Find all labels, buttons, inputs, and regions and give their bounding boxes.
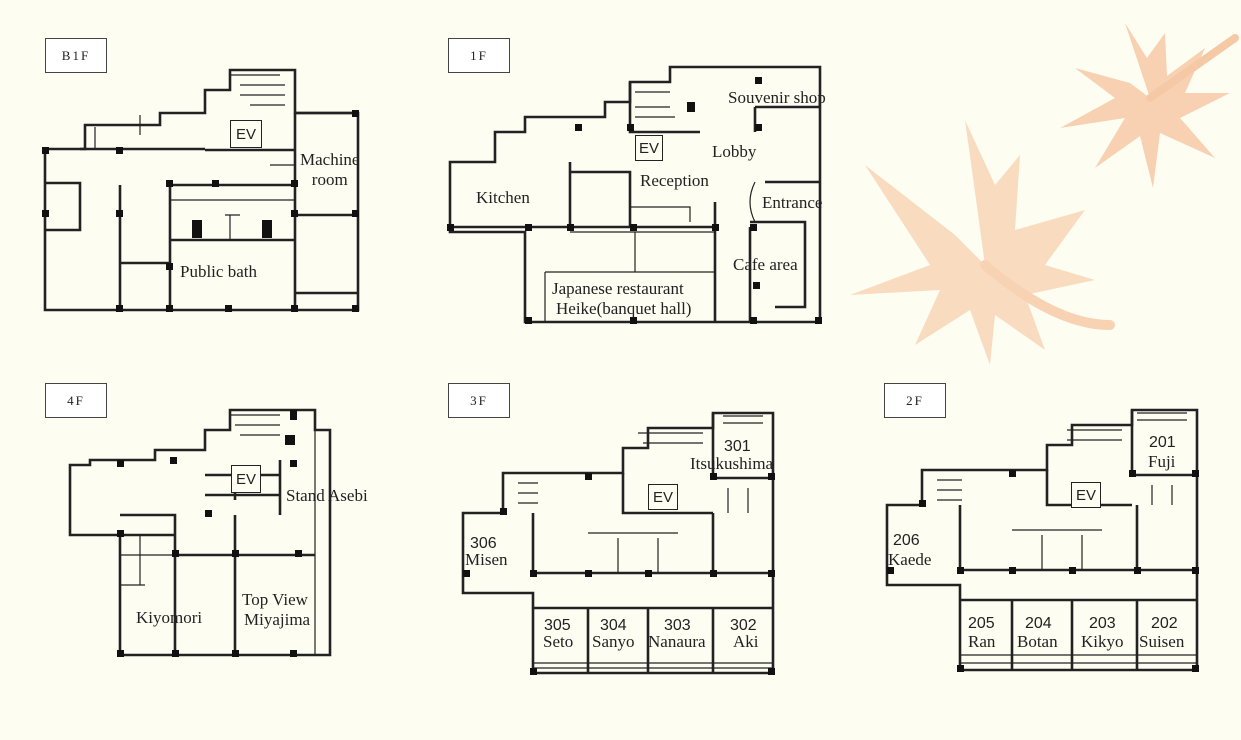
room-305-number: 305 <box>544 617 571 634</box>
room-204-number: 204 <box>1025 615 1052 632</box>
machine-room-label: Machine room <box>300 150 360 189</box>
room-302-name: Aki <box>733 632 759 651</box>
elevator-b1f: EV <box>230 120 262 148</box>
room-304-number: 304 <box>600 617 627 634</box>
floor-tag-b1f: B1F <box>45 38 107 73</box>
maple-leaf-icon <box>850 120 1115 365</box>
kiyomori-label: Kiyomori <box>136 608 203 627</box>
room-201-number: 201 <box>1149 434 1176 451</box>
room-202-number: 202 <box>1151 615 1178 632</box>
restaurant-label-line1: Japanese restaurant <box>552 279 684 298</box>
room-302-number: 302 <box>730 617 757 634</box>
lobby-label: Lobby <box>712 142 757 161</box>
floor-tag-4f: 4F <box>45 383 107 418</box>
room-201-name: Fuji <box>1148 452 1176 471</box>
elevator-3f: EV <box>648 484 678 510</box>
restaurant-label-line2: Heike(banquet hall) <box>556 299 692 318</box>
room-303-name: Nanaura <box>648 632 706 651</box>
souvenir-shop-label: Souvenir shop <box>728 88 826 107</box>
entrance-label: Entrance <box>762 193 823 212</box>
room-203-number: 203 <box>1089 615 1116 632</box>
room-305-name: Seto <box>543 632 574 651</box>
room-306-name: Misen <box>465 550 508 569</box>
floor-plan-2f <box>885 408 1199 672</box>
top-view-label-line2: Miyajima <box>244 610 311 629</box>
room-203-name: Kikyo <box>1081 632 1124 651</box>
room-204-name: Botan <box>1017 632 1058 651</box>
floor-tag-2f: 2F <box>884 383 946 418</box>
room-205-name: Ran <box>968 632 996 651</box>
stand-asebi-label: Stand Asebi <box>286 486 368 505</box>
public-bath-label: Public bath <box>180 262 257 281</box>
room-206-number: 206 <box>893 532 920 549</box>
floor-plan-1f <box>447 65 822 324</box>
room-301-name: Itsukushima <box>690 454 774 473</box>
elevator-1f: EV <box>635 135 663 161</box>
maple-leaf-icon <box>1060 23 1239 188</box>
room-306-number: 306 <box>470 535 497 552</box>
floor-tag-3f: 3F <box>448 383 510 418</box>
room-304-name: Sanyo <box>592 632 635 651</box>
floor-plan-3f <box>461 411 775 675</box>
elevator-2f: EV <box>1071 482 1101 508</box>
floor-tag-1f: 1F <box>448 38 510 73</box>
top-view-label-line1: Top View <box>242 590 308 609</box>
room-202-name: Suisen <box>1139 632 1185 651</box>
reception-label: Reception <box>640 171 709 190</box>
cafe-area-label: Cafe area <box>733 255 798 274</box>
room-205-number: 205 <box>968 615 995 632</box>
room-303-number: 303 <box>664 617 691 634</box>
floor-plan-4f <box>68 408 332 657</box>
elevator-4f: EV <box>231 465 261 493</box>
room-301-number: 301 <box>724 438 751 455</box>
kitchen-label: Kitchen <box>476 188 530 207</box>
floor-plan-b1f <box>42 68 360 312</box>
room-206-name: Kaede <box>888 550 932 569</box>
